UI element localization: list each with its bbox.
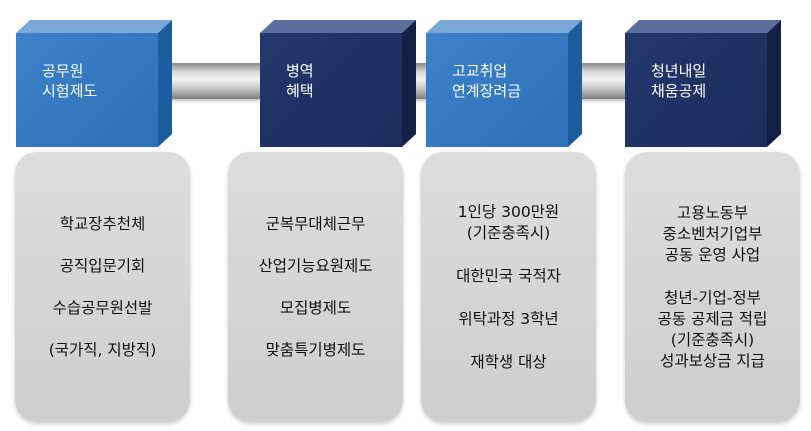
detail-card-1: 학교장추천체 공직입문기회 수습공무원선발 (국가직, 지방직) [15, 152, 190, 422]
detail-card-2: 군복무대체근무 산업기능요원제도 모집병제도 맞춤특기병제도 [228, 152, 403, 422]
detail-item: 맞춤특기병제도 [265, 340, 366, 359]
detail-item: 공동 운영 사업 [664, 245, 761, 264]
detail-item: 군복무대체근무 [265, 214, 366, 233]
detail-item: 대한민국 국적자 [456, 266, 561, 285]
detail-item: 산업기능요원제도 [258, 256, 373, 275]
detail-item: (기준충족시) [670, 330, 755, 349]
detail-item: 학교장추천체 [59, 214, 146, 233]
detail-item: (국가직, 지방직) [48, 340, 157, 359]
detail-card-3: 1인당 300만원 (기준충족시) 대한민국 국적자 위탁과정 3학년 재학생 … [421, 152, 596, 422]
header-title-4: 청년내일 채움공제 [625, 33, 767, 147]
detail-item: 성과보상금 지급 [660, 351, 765, 370]
connector-1 [168, 63, 260, 99]
detail-item: 고용노동부 [676, 203, 749, 222]
detail-item: 모집병제도 [279, 298, 352, 317]
header-box-4: 청년내일 채움공제 [625, 20, 781, 147]
detail-item: 공직입문기회 [59, 256, 146, 275]
header-title-1: 공무원 시험제도 [16, 33, 158, 147]
detail-item: 1인당 300만원 [457, 202, 560, 221]
header-title-2: 병역 혜택 [260, 33, 402, 147]
detail-item: 재학생 대상 [470, 352, 547, 371]
header-title-3: 고교취업 연계장려금 [426, 33, 568, 147]
detail-item: (기준충족시) [466, 223, 551, 242]
detail-item: 중소벤처기업부 [662, 224, 763, 243]
header-box-2: 병역 혜택 [260, 20, 416, 147]
detail-item: 청년-기업-정부 [664, 288, 761, 307]
header-box-1: 공무원 시험제도 [16, 20, 172, 147]
detail-item: 위탁과정 3학년 [458, 309, 559, 328]
detail-item: 공동 공제금 적립 [657, 309, 768, 328]
detail-card-4: 고용노동부 중소벤처기업부 공동 운영 사업 청년-기업-정부 공동 공제금 적… [625, 152, 800, 422]
header-box-3: 고교취업 연계장려금 [426, 20, 582, 147]
detail-item: 수습공무원선발 [52, 298, 153, 317]
